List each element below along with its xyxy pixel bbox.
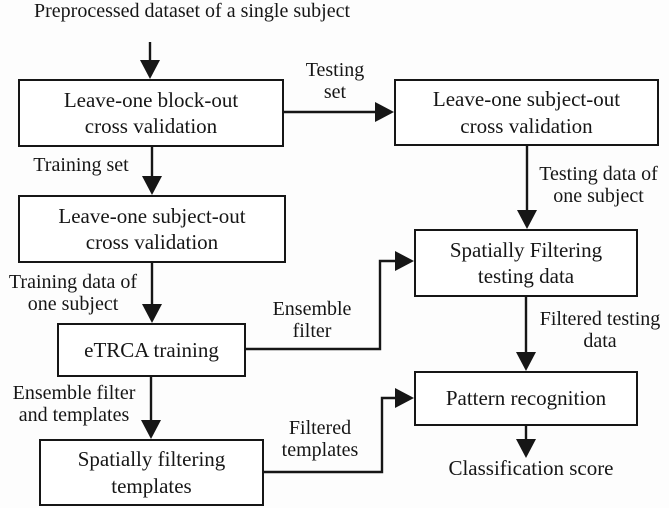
edge-label-line: Filtered bbox=[288, 417, 352, 439]
arrow-etrca-to-sf-templates bbox=[141, 377, 161, 439]
node-label: testing data bbox=[477, 264, 575, 288]
node-leave-one-block-out-cv: Leave-one block-out cross validation bbox=[18, 79, 284, 147]
end-label-line: Classification score bbox=[448, 456, 614, 480]
edge-label-line: Training data of bbox=[8, 271, 138, 293]
edge-label-line: Filtered testing bbox=[539, 308, 661, 330]
edge-label-ensemble-filter-and-templates: Ensemble filter and templates bbox=[0, 382, 148, 426]
edge-label-filtered-testing-data: Filtered testing data bbox=[530, 308, 669, 352]
edge-label-line: data bbox=[583, 329, 617, 352]
node-leave-one-subject-out-cv-right: Leave-one subject-out cross validation bbox=[394, 79, 659, 146]
arrow-pattern-to-score bbox=[516, 426, 536, 458]
node-label: cross validation bbox=[85, 230, 219, 254]
node-etrca-training: eTRCA training bbox=[57, 323, 246, 377]
arrow-loso-to-sf-testing bbox=[517, 145, 537, 229]
arrow-dataset-to-lobo bbox=[140, 42, 160, 79]
node-label: Leave-one block-out bbox=[63, 87, 239, 112]
arrow-lobo-to-loso-right bbox=[284, 102, 394, 122]
arrow-sf-testing-to-pattern bbox=[516, 297, 536, 371]
edge-label-line: templates bbox=[281, 438, 359, 461]
arrow-lobo-to-loso-left bbox=[142, 147, 162, 195]
node-label: cross validation bbox=[460, 113, 593, 138]
node-pattern-recognition: Pattern recognition bbox=[414, 371, 638, 426]
node-label: cross validation bbox=[84, 114, 218, 138]
start-label-preprocessed-dataset: Preprocessed dataset of a single subject bbox=[34, 0, 350, 22]
edge-label-line: one subject bbox=[27, 292, 119, 315]
edge-label-line: one subject bbox=[553, 184, 644, 207]
edge-label-training-set: Training set bbox=[22, 154, 140, 177]
edge-label-line: Ensemble filter bbox=[12, 382, 136, 404]
edge-label-testing-set: Testing set bbox=[293, 59, 377, 103]
edge-label-testing-data-of-one-subject: Testing data of one subject bbox=[528, 163, 669, 207]
edge-label-line: Testing bbox=[305, 59, 365, 81]
edge-label-line: Training set bbox=[33, 154, 129, 176]
node-label: templates bbox=[111, 473, 192, 498]
edge-label-line: and templates bbox=[18, 403, 130, 426]
edge-label-line: Ensemble bbox=[272, 298, 352, 320]
edge-label-line: set bbox=[323, 80, 347, 103]
node-leave-one-subject-out-cv-left: Leave-one subject-out cross validation bbox=[18, 195, 286, 263]
edge-label-line: Testing data of bbox=[539, 163, 658, 185]
node-spatially-filtering-templates: Spatially filtering templates bbox=[39, 439, 264, 506]
edge-label-filtered-templates: Filtered templates bbox=[270, 417, 370, 461]
arrow-etrca-to-sf-testing bbox=[246, 251, 414, 351]
node-label: Spatially Filtering bbox=[449, 237, 603, 262]
arrow-loso-to-etrca bbox=[142, 263, 162, 323]
edge-label-training-data-of-one-subject: Training data of one subject bbox=[0, 271, 146, 315]
start-label-line1: Preprocessed dataset of bbox=[34, 0, 222, 22]
node-label: Pattern recognition bbox=[445, 386, 607, 411]
edge-label-ensemble-filter: Ensemble filter bbox=[264, 298, 360, 342]
node-label: Spatially filtering bbox=[77, 447, 226, 472]
node-label: eTRCA training bbox=[84, 337, 219, 362]
node-label: Leave-one subject-out bbox=[58, 203, 246, 228]
edge-label-line: filter bbox=[292, 319, 332, 342]
node-label: Leave-one subject-out bbox=[432, 87, 621, 112]
end-label-classification-score: Classification score bbox=[412, 456, 650, 480]
node-spatially-filtering-testing-data: Spatially Filtering testing data bbox=[414, 229, 638, 297]
arrow-sf-templates-to-pattern bbox=[264, 388, 414, 474]
start-label-line2: a single subject bbox=[226, 0, 351, 22]
